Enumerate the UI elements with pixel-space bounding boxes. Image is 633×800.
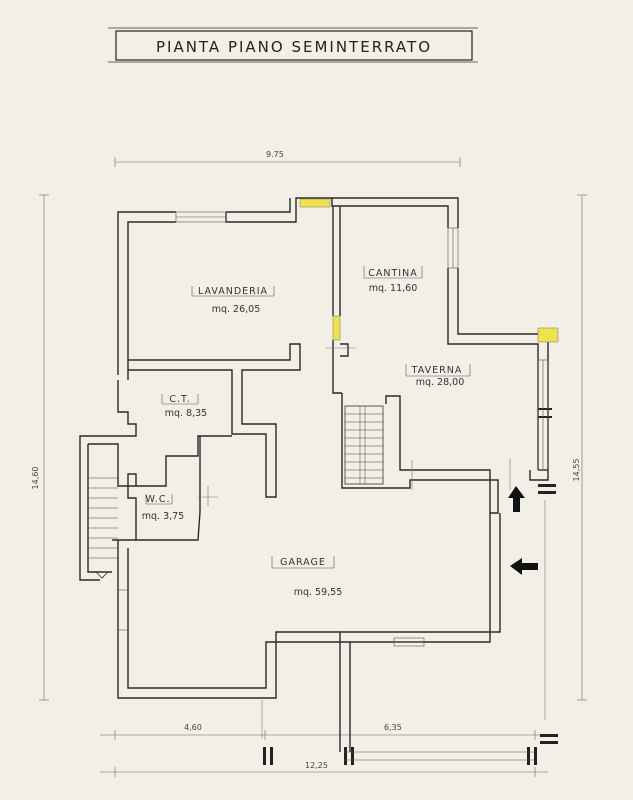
title-block: PIANTA PIANO SEMINTERRATO (108, 27, 478, 63)
room-area: mq. 26,05 (212, 304, 261, 315)
arrow-left-icon (510, 558, 538, 575)
room-name: TAVERNA (411, 365, 463, 376)
dimension-bottom-left-label: 4,60 (184, 723, 202, 732)
room-lavanderia: LAVANDERIA mq. 26,05 (191, 286, 275, 315)
room-garage: GARAGE mq. 59,55 (271, 556, 343, 598)
walls (79, 197, 549, 752)
dimension-right: 14,55 (572, 194, 587, 701)
openings (175, 198, 559, 647)
plan-title: PIANTA PIANO SEMINTERRATO (156, 38, 432, 56)
dimension-left: 14,60 (31, 194, 49, 701)
dimension-bottom: 4,60 6,35 12,25 (100, 408, 558, 777)
room-name: W.C. (146, 494, 171, 505)
dimension-bottom-total-label: 12,25 (305, 761, 328, 770)
dimension-bottom-right-label: 6,35 (384, 723, 402, 732)
room-area: mq. 8,35 (165, 408, 207, 419)
window-highlight-right (537, 327, 559, 343)
room-labels: LAVANDERIA mq. 26,05 CANTINA mq. 11,60 T… (142, 266, 471, 598)
room-taverna: TAVERNA mq. 28,00 (405, 364, 471, 388)
entrance-arrows (508, 486, 538, 575)
dimension-top: 9.75 (114, 150, 461, 167)
room-name: CANTINA (368, 268, 417, 279)
dimension-left-label: 14,60 (31, 467, 40, 490)
dimension-right-label: 14,55 (572, 459, 581, 482)
room-area: mq. 11,60 (369, 283, 418, 294)
room-area: mq. 59,55 (294, 587, 343, 598)
room-cantina: CANTINA mq. 11,60 (363, 266, 423, 294)
room-area: mq. 3,75 (142, 511, 184, 522)
room-name: C.T. (169, 394, 190, 405)
room-name: GARAGE (280, 557, 326, 568)
window-highlight-door (332, 315, 341, 341)
reference-marks (198, 347, 546, 738)
room-name: LAVANDERIA (198, 286, 268, 297)
room-wc: W.C. mq. 3,75 (142, 494, 184, 522)
dimension-top-label: 9.75 (266, 150, 284, 159)
room-area: mq. 28,00 (416, 377, 465, 388)
window-highlight-top (299, 198, 331, 208)
arrow-up-icon (508, 486, 525, 512)
room-ct: C.T. mq. 8,35 (161, 394, 207, 419)
